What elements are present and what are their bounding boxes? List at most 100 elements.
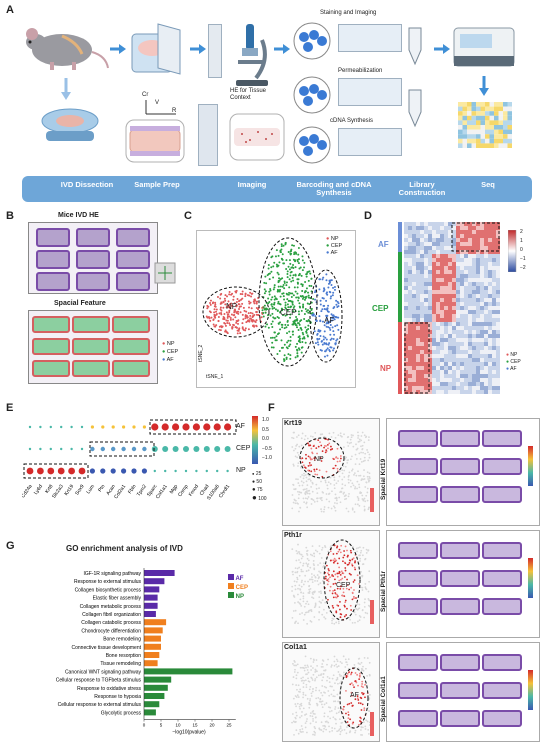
dotplot-dot — [131, 446, 137, 452]
dotplot-gene-label: Chad — [199, 484, 211, 497]
go-term-label: Collagen metabolic process — [80, 604, 142, 610]
spatial-mini-section — [398, 654, 438, 671]
legend-np: NP — [330, 236, 339, 242]
feature-gene-pth1r: Pth1r — [284, 532, 302, 539]
dotplot-dot — [142, 446, 147, 452]
scale-2: 2 — [520, 229, 523, 235]
size-25: 25 — [255, 471, 262, 477]
dotplot-gene-label: Krt19 — [63, 484, 75, 497]
dotplot-dot — [183, 446, 189, 452]
spatial-specimen — [32, 338, 70, 355]
cells-on-slide-illustration-3 — [293, 126, 331, 164]
dotplot-gene-label: Lum — [86, 484, 96, 495]
dotplot-scale: 1.0 0.5 0.0 −0.5 −1.0 — [262, 416, 272, 464]
arrow-right-icon — [110, 44, 126, 54]
heatmap-row-af: AF — [378, 240, 389, 249]
slide-illustration — [208, 24, 222, 78]
spatial-colorbar — [528, 446, 533, 486]
step-sample-prep: Sample Prep — [134, 180, 180, 189]
go-term-label: Collagen catabolic process — [81, 620, 141, 626]
dotplot-dot — [203, 446, 210, 452]
feature-scatter — [291, 431, 374, 736]
dotplot-dot — [60, 447, 63, 451]
go-legend: AF CEP NP — [228, 574, 248, 601]
step-dissection: IVD Dissection — [60, 180, 114, 189]
dotplot-dot — [172, 423, 180, 431]
spatial-mini-section — [398, 570, 438, 587]
dotplot-dot — [57, 467, 65, 475]
go-term-label: Elastic fiber assembly — [93, 596, 142, 602]
spatial-mini-section — [440, 430, 480, 447]
dotplot-gene-label: Fbln — [127, 484, 138, 496]
dotplot-dot — [174, 469, 177, 473]
legend-af: AF — [330, 250, 338, 256]
go-term-label: Chondrocyte differentiation — [81, 628, 141, 634]
spatial-specimen — [72, 316, 110, 333]
heatmap-row-cep: CEP — [372, 304, 389, 313]
escale-1: 1.0 — [262, 417, 269, 423]
dotplot-dot — [213, 423, 221, 431]
heatmap-scale: 2 1 0 −1 −2 — [520, 228, 526, 273]
panel-c-label: C — [184, 210, 192, 222]
go-term-label: IGF-1R signaling pathway — [83, 571, 141, 577]
go-term-label: Cellular response to external stimulus — [58, 702, 142, 708]
size-75: 75 — [257, 487, 263, 493]
go-term-label: Canonical WNT signaling pathway — [65, 669, 142, 675]
heatmap-row-np: NP — [380, 364, 392, 373]
dotplot-dot — [131, 468, 137, 474]
dotplot-gene-label: Sox9 — [74, 484, 86, 497]
go-term-label: Bone remodeling — [103, 637, 141, 643]
scale-1: 1 — [520, 238, 523, 244]
panel-g-label: G — [6, 540, 15, 552]
axis-arrows-icon — [145, 100, 176, 115]
spatial-specimen — [112, 338, 150, 355]
spatial-mini-section — [398, 682, 438, 699]
dotplot-dot — [100, 468, 106, 474]
dotplot-colorbar — [252, 416, 258, 464]
dotplot-dot — [70, 425, 73, 429]
arrow-down-icon — [479, 76, 489, 96]
go-term-label: Collagen biosynthetic process — [75, 587, 142, 593]
go-xtick: 20 — [209, 723, 215, 728]
dotplot-dot — [203, 423, 211, 431]
tissue-section-illustration — [125, 119, 185, 163]
dotplot-gene-label: Fmod — [188, 484, 200, 498]
dotplot-dot — [161, 423, 169, 431]
dotplot-dot — [182, 423, 190, 431]
workflow-banner — [22, 176, 532, 202]
heatmap — [398, 222, 500, 394]
panel-b-legend: ● NP ● CEP ● AF — [162, 341, 179, 363]
panel-a-label: A — [6, 4, 14, 16]
dotplot-dot — [121, 446, 126, 452]
spatial-mini-section — [482, 654, 522, 671]
dotplot-dot — [192, 423, 200, 431]
axis-v-label: V — [155, 100, 160, 106]
compass-icon — [154, 262, 176, 284]
dotplot-row-af: AF — [236, 423, 245, 430]
spatial-mini-section — [440, 682, 480, 699]
he-specimen — [76, 250, 110, 269]
go-bar — [144, 635, 161, 642]
dotplot-dot — [224, 446, 231, 452]
go-chart-title: GO enrichment analysis of IVD — [66, 544, 183, 553]
slide-strip-2 — [338, 78, 402, 106]
dotplot-gene-label: Acan — [105, 484, 117, 497]
go-bar — [144, 578, 165, 585]
spatial-mini-section — [482, 682, 522, 699]
dotplot-gene-label: Slc2a3 — [51, 484, 65, 500]
go-term-label: Glycolytic process — [101, 710, 142, 716]
spatial-label-pth1r: Spacial Pth1r — [380, 570, 387, 612]
mice-ivd-he-title: Mice IVD HE — [58, 212, 99, 219]
spatial-mini-section — [440, 486, 480, 503]
he-specimen — [116, 250, 150, 269]
spatial-mini-section — [482, 542, 522, 559]
cdna-synthesis-label: cDNA Synthesis — [330, 118, 374, 124]
sequencing-heatmap-illustration — [458, 102, 512, 148]
staining-label: Staining and Imaging — [320, 10, 377, 16]
spatial-mini-section — [440, 458, 480, 475]
he-specimen — [116, 228, 150, 247]
go-xtick: 0 — [143, 723, 146, 728]
dotplot-dot — [68, 467, 75, 475]
